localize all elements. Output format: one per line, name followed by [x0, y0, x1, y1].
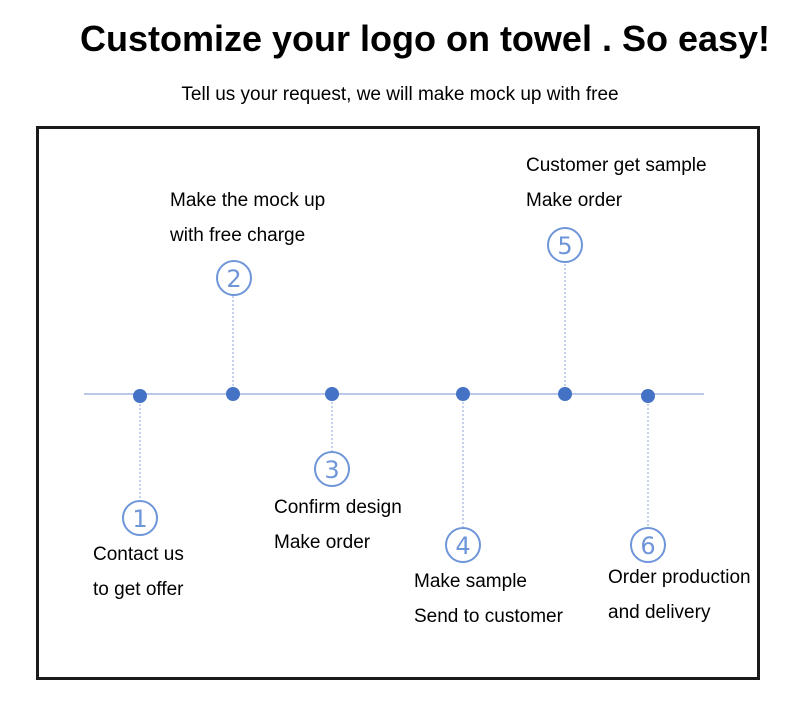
step-4-line-2: Send to customer: [414, 606, 563, 627]
step-6-line-2: and delivery: [608, 602, 711, 623]
step-2-line-1: Make the mock up: [170, 190, 326, 211]
step-3-line-2: Make order: [274, 532, 371, 553]
step-5-number: 5: [557, 232, 572, 260]
step-4-dot: [456, 387, 470, 401]
step-1-line-1: Contact us: [93, 544, 184, 565]
step-4-marker: 4: [445, 387, 481, 563]
step-3-number: 3: [324, 456, 339, 484]
step-5-circle-icon: [547, 227, 583, 263]
step-5-dot: [558, 387, 572, 401]
step-5-marker: 5: [547, 227, 583, 401]
step-2-label: Make the mock up with free charge: [170, 183, 325, 253]
step-6-number: 6: [640, 532, 655, 560]
process-frame: [36, 126, 760, 680]
step-3-label: Confirm design Make order: [274, 490, 402, 560]
step-6-dot: [641, 389, 655, 403]
step-2-dot: [226, 387, 240, 401]
step-2-line-2: with free charge: [170, 225, 306, 246]
step-1-circle-icon: [122, 500, 158, 536]
page-title: Customize your logo on towel . So easy!: [79, 18, 771, 59]
step-1-number: 1: [132, 505, 147, 533]
step-4-number: 4: [455, 532, 470, 560]
step-1-marker: 1: [122, 389, 158, 536]
step-5-line-2: Make order: [526, 190, 623, 211]
step-2-number: 2: [226, 265, 241, 293]
step-2-circle-icon: [216, 260, 252, 296]
page-subtitle: Tell us your request, we will make mock …: [181, 84, 619, 105]
step-3-circle-icon: [314, 451, 350, 487]
step-1-dot: [133, 389, 147, 403]
step-5-label: Customer get sample Make order: [526, 148, 707, 218]
step-6-marker: 6: [630, 389, 666, 563]
step-6-circle-icon: [630, 527, 666, 563]
step-3-line-1: Confirm design: [274, 497, 402, 518]
step-5-line-1: Customer get sample: [526, 155, 707, 176]
step-1-line-2: to get offer: [93, 579, 184, 600]
step-4-label: Make sample Send to customer: [414, 564, 563, 634]
step-6-line-1: Order production: [608, 567, 751, 588]
step-3-marker: 3: [314, 387, 350, 487]
step-1-label: Contact us to get offer: [93, 537, 184, 607]
step-4-line-1: Make sample: [414, 571, 527, 592]
step-3-dot: [325, 387, 339, 401]
step-4-circle-icon: [445, 527, 481, 563]
step-6-label: Order production and delivery: [608, 560, 751, 630]
step-2-marker: 2: [216, 260, 252, 401]
